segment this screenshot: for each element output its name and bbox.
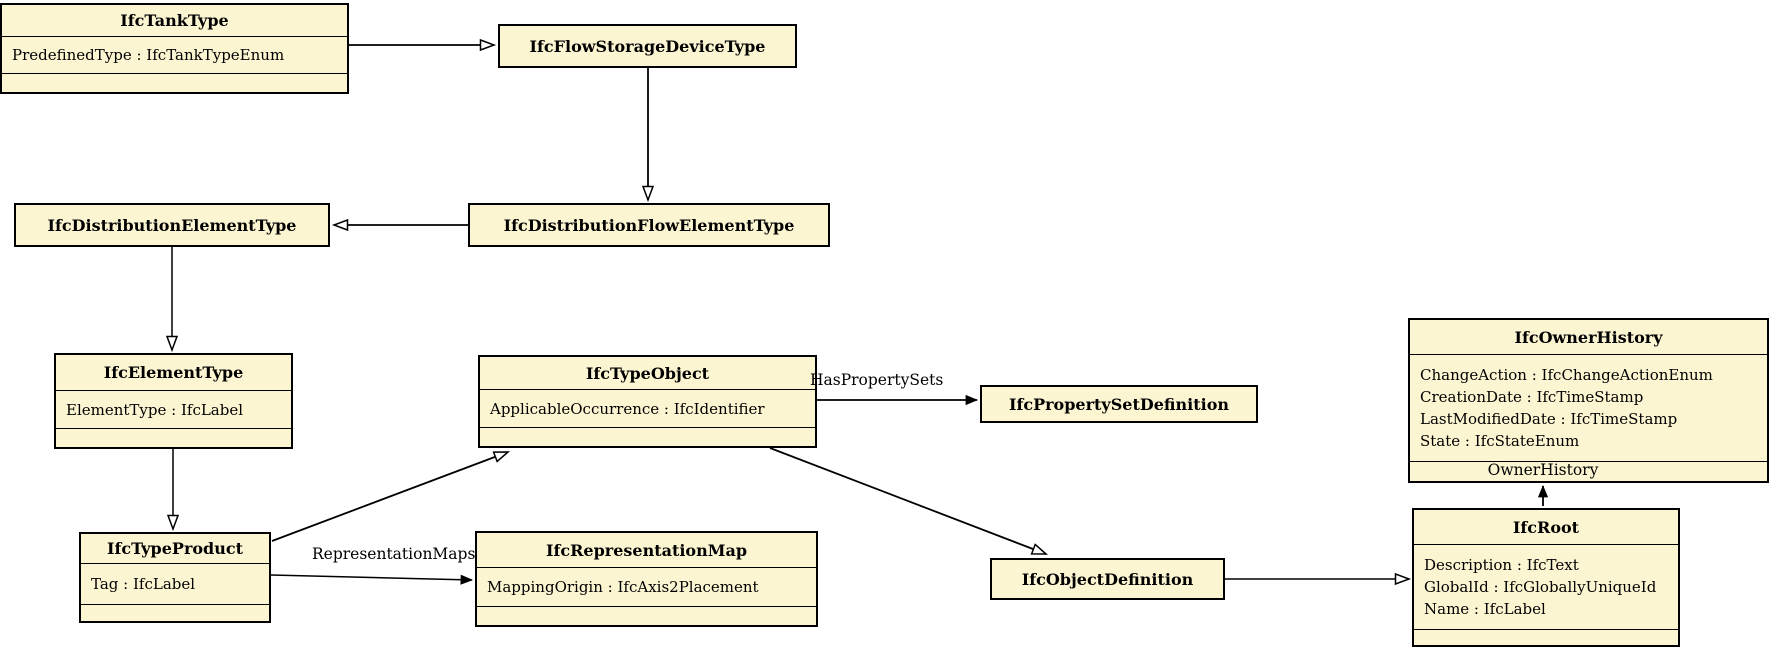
class-title: IfcElementType [56, 355, 291, 391]
class-title: IfcDistributionFlowElementType [503, 215, 795, 235]
class-title: IfcObjectDefinition [1021, 569, 1194, 589]
edge-inheritance-typeobject-to-objectdefinition [769, 447, 1046, 555]
class-title: IfcOwnerHistory [1410, 320, 1767, 355]
class-attributes: MappingOrigin : IfcAxis2Placement [477, 568, 816, 606]
attribute-row: ApplicableOccurrence : IfcIdentifier [490, 399, 765, 418]
class-box-ifcflowstoragedevicetype[interactable]: IfcFlowStorageDeviceType [498, 24, 797, 68]
class-empty-compartment [1414, 629, 1678, 645]
class-title: IfcFlowStorageDeviceType [529, 36, 766, 56]
class-box-ifcrepresentationmap[interactable]: IfcRepresentationMap MappingOrigin : Ifc… [475, 531, 818, 627]
class-attributes: ChangeAction : IfcChangeActionEnum Creat… [1410, 355, 1767, 461]
edge-label-ownerhistory: OwnerHistory [1487, 461, 1599, 479]
class-empty-compartment [81, 604, 269, 621]
attribute-row: CreationDate : IfcTimeStamp [1420, 388, 1644, 406]
edge-inheritance-typeproduct-to-typeobject [271, 451, 508, 542]
class-box-ifcownerhistory[interactable]: IfcOwnerHistory ChangeAction : IfcChange… [1408, 318, 1769, 483]
attribute-row: MappingOrigin : IfcAxis2Placement [487, 578, 759, 596]
class-title: IfcTypeObject [480, 357, 815, 390]
class-box-ifcdistributionflowelementtype[interactable]: IfcDistributionFlowElementType [468, 203, 830, 247]
class-box-ifctanktype[interactable]: IfcTankType PredefinedType : IfcTankType… [0, 3, 349, 94]
class-box-ifctypeobject[interactable]: IfcTypeObject ApplicableOccurrence : Ifc… [478, 355, 817, 448]
attribute-row: PredefinedType : IfcTankTypeEnum [12, 46, 285, 64]
class-empty-compartment [477, 606, 816, 625]
edge-association-representationmaps [270, 574, 472, 580]
class-attributes: Tag : IfcLabel [81, 564, 269, 604]
class-box-ifcobjectdefinition[interactable]: IfcObjectDefinition [990, 558, 1225, 600]
class-empty-compartment [1410, 461, 1767, 481]
class-box-ifctypeproduct[interactable]: IfcTypeProduct Tag : IfcLabel [79, 532, 271, 623]
attribute-row: GlobalId : IfcGloballyUniqueId [1424, 578, 1657, 596]
class-title: IfcRoot [1414, 510, 1678, 545]
class-box-ifcpropertysetdefinition[interactable]: IfcPropertySetDefinition [980, 385, 1258, 423]
class-title: IfcRepresentationMap [477, 533, 816, 568]
class-empty-compartment [56, 428, 291, 447]
attribute-row: Tag : IfcLabel [91, 575, 196, 593]
attribute-row: State : IfcStateEnum [1420, 432, 1580, 450]
attribute-row: ElementType : IfcLabel [66, 400, 244, 419]
class-attributes: PredefinedType : IfcTankTypeEnum [2, 37, 347, 73]
attribute-row: Name : IfcLabel [1424, 600, 1546, 618]
edge-label-representationmaps: RepresentationMaps [312, 545, 476, 563]
class-title: IfcTankType [2, 5, 347, 37]
class-title: IfcPropertySetDefinition [1008, 394, 1230, 414]
attribute-row: LastModifiedDate : IfcTimeStamp [1420, 410, 1678, 428]
class-attributes: ElementType : IfcLabel [56, 391, 291, 428]
attribute-row: ChangeAction : IfcChangeActionEnum [1420, 366, 1713, 384]
class-empty-compartment [2, 73, 347, 92]
class-attributes: ApplicableOccurrence : IfcIdentifier [480, 390, 815, 427]
edge-label-haspropertysets: HasPropertySets [810, 371, 944, 389]
attribute-row: Description : IfcText [1424, 556, 1579, 574]
class-box-ifcroot[interactable]: IfcRoot Description : IfcText GlobalId :… [1412, 508, 1680, 647]
class-box-ifcdistributionelementtype[interactable]: IfcDistributionElementType [14, 203, 330, 247]
class-title: IfcDistributionElementType [47, 215, 297, 235]
class-box-ifcelementtype[interactable]: IfcElementType ElementType : IfcLabel [54, 353, 293, 449]
class-attributes: Description : IfcText GlobalId : IfcGlob… [1414, 545, 1678, 629]
class-title: IfcTypeProduct [81, 534, 269, 564]
class-empty-compartment [480, 427, 815, 446]
